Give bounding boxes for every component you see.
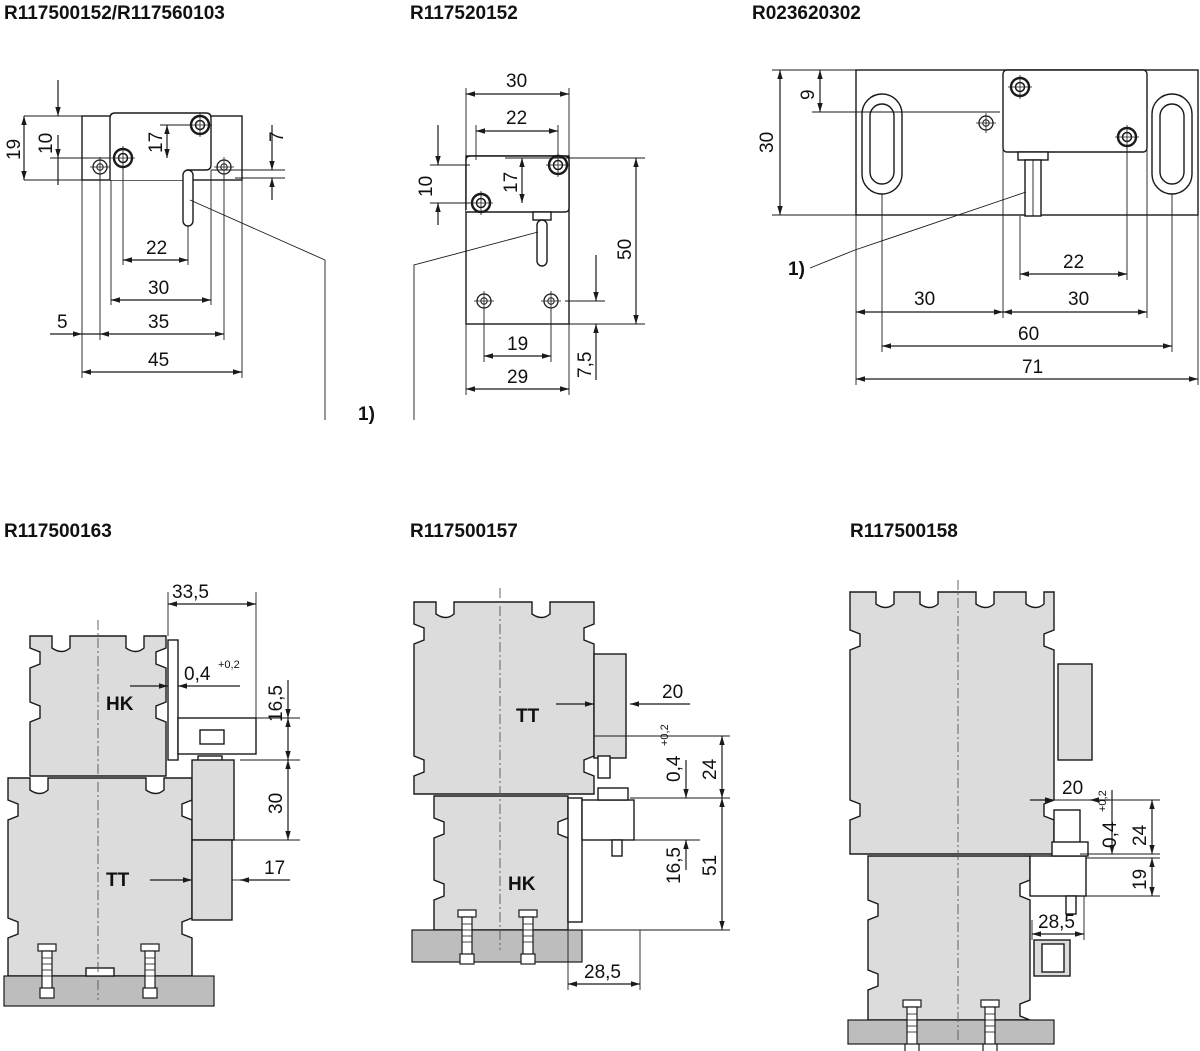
dim-c-71: 71 [1022,357,1043,378]
dim-d-0-4: 0,4 [184,664,211,685]
profile-tt-e [413,601,595,795]
title-f: R117500158 [850,521,958,542]
diagram-c: 9 30 22 30 30 60 71 1) [757,69,1199,385]
dim-c-30-r: 30 [1068,289,1089,310]
profile-tt-f [849,591,1055,855]
bracket-d [167,639,179,761]
cover-f [1057,663,1093,761]
plunger [182,169,194,227]
dim-c-60: 60 [1018,324,1039,345]
plunger-collar [532,211,552,221]
lower-block-d [191,839,233,921]
dim-e-28-5: 28,5 [584,962,621,983]
dim-e-0-4: 0,4 [664,755,685,782]
dim-a-10: 10 [36,133,57,154]
dim-a-17: 17 [146,132,167,153]
base-plate-f [847,1019,1055,1045]
profile-hk-e [433,795,569,931]
dim-e-16-5: 16,5 [664,847,685,884]
bracket-e [567,797,583,923]
dim-a-7: 7 [267,131,288,142]
diagram-d: 33,5 0,4 +0,2 16,5 30 17 HK TT [3,582,300,1007]
switch-f-top [1051,841,1089,857]
dim-a-5: 5 [57,312,68,333]
end-block-inner-f [1041,943,1065,973]
dim-f-19: 19 [1130,869,1151,890]
dim-b-50: 50 [615,239,636,260]
dim-b-22: 22 [506,108,527,129]
title-e: R117500157 [410,521,518,542]
title-d: R117500163 [4,521,112,542]
dim-b-19: 19 [507,334,528,355]
tol-e: +0,2 [659,724,671,746]
dim-a-19: 19 [4,139,25,160]
tol-d: +0,2 [218,659,240,671]
tol-f: +0,2 [1097,790,1109,812]
diagram-b: 30 22 10 17 50 19 29 7,5 [413,71,645,420]
dim-c-30-v: 30 [757,132,778,153]
switch-body [109,112,212,180]
dim-a-22: 22 [146,238,167,259]
base-plate-e [411,929,583,963]
switch-body-c [1002,69,1148,153]
dim-b-7-5: 7,5 [575,352,596,378]
slot-right-inner [1159,103,1185,185]
dim-d-33-5: 33,5 [172,582,209,603]
dim-f-24: 24 [1130,824,1151,846]
callout-c: 1) [788,259,805,280]
plunger-b [536,219,548,267]
plunger-f [1065,895,1077,915]
title-b: R117520152 [410,3,518,24]
dim-f-0-4: 0,4 [1100,821,1121,848]
slot-profile-d [191,759,235,841]
dim-a-30: 30 [148,278,169,299]
dim-b-29: 29 [507,367,528,388]
collar-c [1017,151,1049,161]
dim-b-10: 10 [416,176,437,197]
dim-b-30: 30 [506,71,527,92]
switch-body-b [465,155,570,213]
spacer-d [85,967,115,977]
label-tt-e: TT [516,706,540,727]
callout-a: 1) [358,404,375,425]
dim-d-16-5: 16,5 [266,685,287,722]
dim-e-20: 20 [662,682,683,703]
switch-e [581,799,635,841]
switch-d-detail [199,729,225,745]
cover-e [593,653,627,759]
dim-e-24: 24 [700,758,721,780]
diagram-e: 20 0,4 +0,2 24 16,5 51 28,5 TT HK [411,588,730,990]
slot-left-inner [869,103,895,185]
nut-e [597,755,611,779]
title-a: R117500152/R117560103 [4,3,225,24]
dim-f-28-5: 28,5 [1038,912,1075,933]
profile-lower-f [867,855,1031,1021]
dim-c-30-l: 30 [914,289,935,310]
label-hk-d: HK [106,694,134,715]
switch-e-top [597,787,629,801]
base-plate-d [3,975,215,1007]
dim-a-45: 45 [148,350,169,371]
label-hk-e: HK [508,874,536,895]
switch-f [1029,855,1087,897]
dim-e-51: 51 [700,855,721,876]
dim-b-17: 17 [501,172,522,193]
title-c: R023620302 [752,3,861,24]
dim-f-20: 20 [1062,778,1083,799]
dim-a-35: 35 [148,312,169,333]
dim-c-22: 22 [1063,252,1084,273]
label-tt-d: TT [106,870,130,891]
diagram-a: 19 10 17 7 22 30 5 35 45 1) [4,80,375,425]
diagram-f: 20 0,4 +0,2 24 19 28,5 [847,580,1160,1051]
dim-d-30: 30 [266,793,287,814]
dim-c-9: 9 [798,89,819,100]
plunger-e [611,839,623,857]
dim-d-17: 17 [264,858,285,879]
profile-tt-d [7,777,193,977]
